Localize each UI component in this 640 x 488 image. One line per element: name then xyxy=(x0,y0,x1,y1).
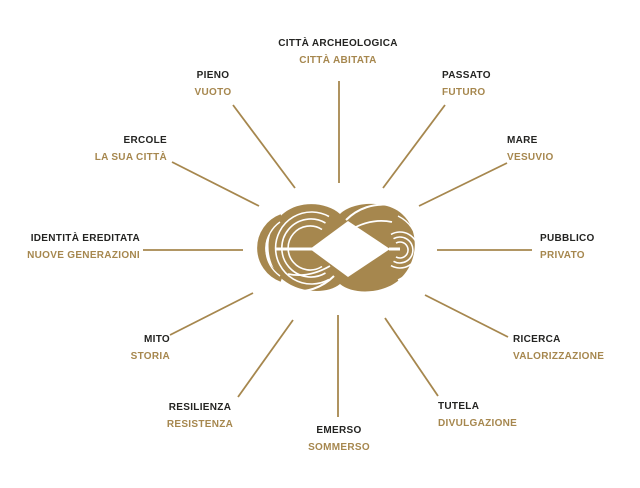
label-citta-archeologica-abitata: CITTÀ ARCHEOLOGICA CITTÀ ABITATA xyxy=(278,35,397,69)
spoke-line-top-left xyxy=(232,104,296,189)
spoke-lines xyxy=(143,81,532,417)
label-line-gold: STORIA xyxy=(130,351,170,362)
hercules-knot-icon xyxy=(257,203,419,293)
label-ercole-la-sua-citta: ERCOLE LA SUA CITTÀ xyxy=(95,132,167,166)
label-line-gold: RESISTENZA xyxy=(166,419,234,430)
label-line-gold: SOMMERSO xyxy=(308,442,370,453)
label-line-dark: PIENO xyxy=(196,70,230,81)
spoke-line-bottom-left xyxy=(237,319,294,398)
label-line-gold: LA SUA CITTÀ xyxy=(94,152,167,163)
label-line-gold: VALORIZZAZIONE xyxy=(513,351,605,362)
label-line-gold: NUOVE GENERAZIONI xyxy=(27,250,140,261)
label-line-dark: PUBBLICO xyxy=(540,233,595,244)
label-line-dark: EMERSO xyxy=(316,425,362,436)
label-line-dark: TUTELA xyxy=(438,401,480,412)
label-line-gold: FUTURO xyxy=(442,87,486,98)
spoke-line-lower-left xyxy=(169,292,254,336)
spoke-line-upper-right xyxy=(418,162,508,207)
label-identita-ereditata-nuove-generazioni: IDENTITÀ EREDITATA NUOVE GENERAZIONI xyxy=(27,230,140,264)
spoke-line-top-right xyxy=(382,104,446,189)
label-line-gold: VUOTO xyxy=(194,87,232,98)
label-pieno-vuoto: PIENO VUOTO xyxy=(195,67,232,101)
label-resilienza-resistenza: RESILIENZA RESISTENZA xyxy=(167,399,233,433)
spoke-line-upper-left xyxy=(171,161,260,207)
label-line-dark: RESILIENZA xyxy=(168,402,232,413)
label-emerso-sommerso: EMERSO SOMMERSO xyxy=(308,422,370,456)
label-line-dark: MITO xyxy=(143,334,170,345)
spoke-line-bottom-right xyxy=(384,317,439,397)
label-line-gold: PRIVATO xyxy=(540,250,585,261)
label-mare-vesuvio: MARE VESUVIO xyxy=(507,132,554,166)
label-line-gold: VESUVIO xyxy=(507,152,554,163)
label-line-dark: PASSATO xyxy=(442,70,491,81)
label-line-dark: IDENTITÀ EREDITATA xyxy=(30,233,140,244)
label-line-gold: CITTÀ ABITATA xyxy=(299,55,377,66)
label-line-dark: MARE xyxy=(507,135,538,146)
label-ricerca-valorizzazione: RICERCA VALORIZZAZIONE xyxy=(513,331,604,365)
label-line-dark: RICERCA xyxy=(513,334,561,345)
label-line-gold: DIVULGAZIONE xyxy=(438,418,518,429)
label-mito-storia: MITO STORIA xyxy=(131,331,170,365)
label-pubblico-privato: PUBBLICO PRIVATO xyxy=(540,230,595,264)
label-passato-futuro: PASSATO FUTURO xyxy=(442,67,491,101)
label-tutela-divulgazione: TUTELA DIVULGAZIONE xyxy=(438,398,517,432)
spoke-line-lower-right xyxy=(424,294,509,338)
label-line-dark: ERCOLE xyxy=(123,135,167,146)
label-line-dark: CITTÀ ARCHEOLOGICA xyxy=(278,38,398,49)
